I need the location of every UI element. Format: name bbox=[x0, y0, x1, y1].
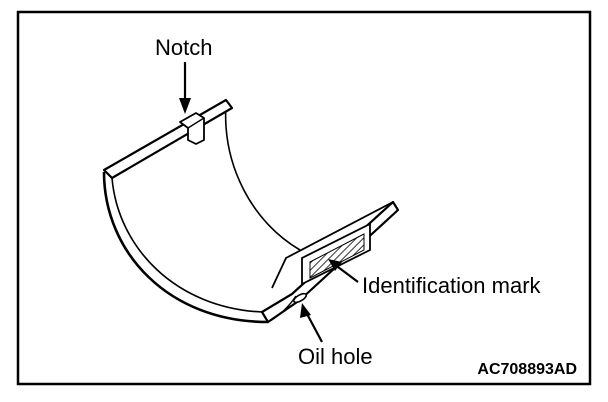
figure-border bbox=[16, 10, 592, 386]
identification-mark-hatch bbox=[309, 233, 365, 279]
bearing-inner-bore bbox=[224, 103, 301, 251]
notch-label: Notch bbox=[155, 35, 212, 60]
notch-edge bbox=[187, 117, 205, 129]
notch bbox=[179, 112, 205, 145]
oil-hole bbox=[292, 292, 308, 304]
shell-right-lip bbox=[271, 201, 394, 289]
identification-mark-label: Identification mark bbox=[362, 273, 542, 298]
shell-inner-edge bbox=[111, 177, 263, 313]
bearing-outer-face bbox=[104, 98, 398, 322]
notch-leader bbox=[179, 62, 191, 114]
oil-hole-leader bbox=[300, 303, 323, 343]
shell-left-edge bbox=[102, 171, 269, 324]
figure-code: AC708893AD bbox=[477, 361, 577, 378]
identification-mark-leader bbox=[328, 259, 359, 283]
oil-hole-label: Oil hole bbox=[298, 344, 373, 369]
